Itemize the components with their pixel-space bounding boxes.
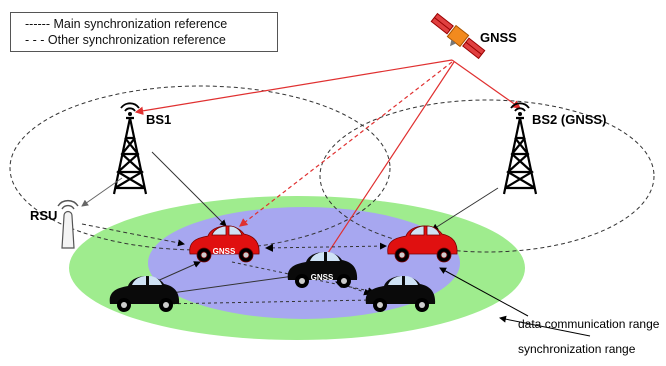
bs1-coverage — [9, 85, 391, 251]
data-communication-range-label: data communication range — [518, 317, 660, 331]
red-cars-link — [265, 242, 387, 252]
bs1-to-left-red-car-link — [151, 151, 227, 227]
sync-range-pointer — [499, 315, 591, 337]
bs2-to-right-red-car-link — [431, 187, 499, 231]
rsu-to-left-red-car-link — [81, 223, 185, 247]
bs2-coverage — [319, 99, 655, 253]
gnss-to-center-car-link — [321, 61, 455, 264]
satellite-icon — [430, 12, 486, 60]
bs1-to-rsu-link — [81, 177, 123, 207]
synchronization-range-label: synchronization range — [518, 342, 636, 356]
rsu-antenna-icon — [57, 200, 79, 249]
data-range-pointer — [439, 267, 529, 317]
bs1-label: BS1 — [146, 112, 172, 127]
bs2-label: BS2 (GNSS) — [532, 112, 607, 127]
legend-other-sync: - - - Other synchronization reference — [25, 33, 226, 47]
gnss-to-bs2-link — [451, 59, 521, 109]
legend-main-sync: ------ Main synchronization reference — [25, 17, 228, 31]
left-black-to-right-black-link — [159, 296, 373, 305]
gnss-to-left-car-link — [239, 61, 453, 227]
legend-box: ------ Main synchronization reference - … — [10, 12, 278, 52]
center-car-tag: GNSS — [311, 273, 334, 282]
gnss-to-bs1-link — [134, 59, 453, 115]
gnss-label: GNSS — [480, 30, 517, 45]
rsu-label: RSU — [30, 208, 58, 223]
left-red-car-tag: GNSS — [213, 247, 236, 256]
